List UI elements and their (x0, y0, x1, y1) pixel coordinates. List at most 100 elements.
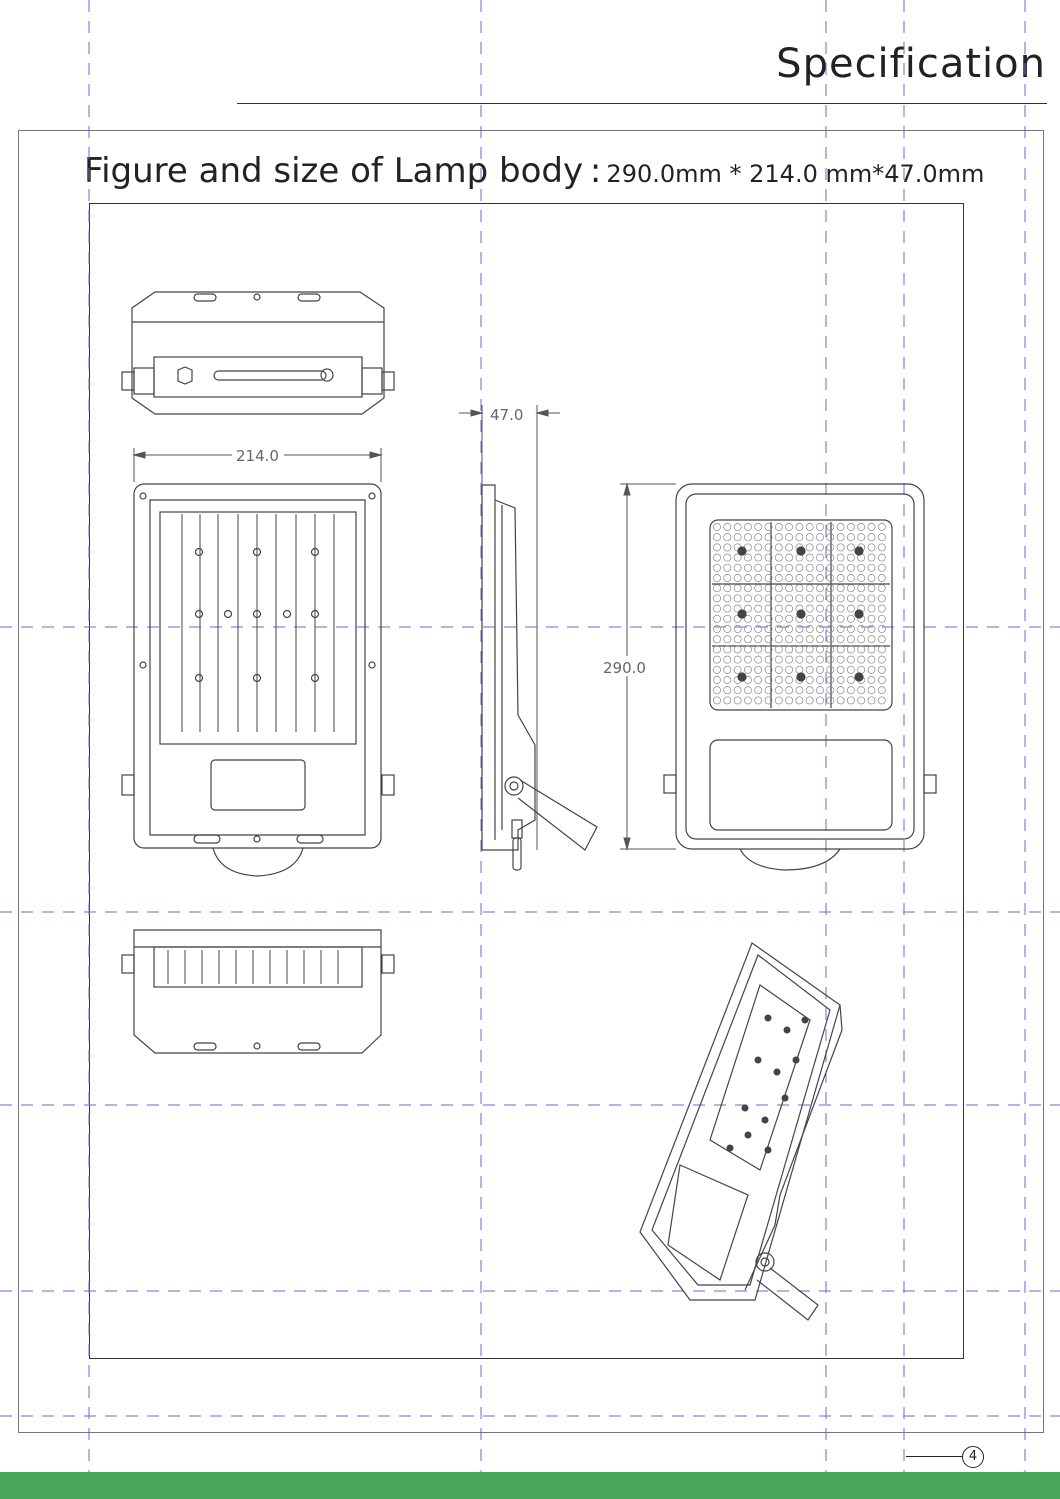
led-dot (877, 523, 886, 531)
led-dot (877, 645, 886, 654)
led-dot (836, 604, 845, 613)
led-dot (764, 614, 773, 623)
led-dot (826, 574, 835, 582)
led-dot (785, 645, 794, 654)
led-dot (723, 645, 732, 654)
led-dot (826, 543, 835, 552)
led-dot (846, 533, 855, 542)
led-dot (867, 574, 876, 582)
led-dot (867, 635, 876, 644)
led-dot (733, 655, 742, 664)
led-dot (867, 543, 876, 552)
led-dot (785, 614, 794, 623)
led-dot (743, 686, 752, 695)
led-dot (836, 625, 845, 633)
led-dot (846, 563, 855, 572)
led-dot (754, 635, 763, 644)
footer-bar (0, 1472, 1060, 1499)
led-dot (764, 533, 773, 542)
led-dot (785, 574, 794, 582)
led-dot (826, 614, 835, 623)
led-dot (743, 574, 752, 582)
led-dot (867, 665, 876, 674)
led-dot (867, 584, 876, 593)
led-dot (774, 584, 783, 593)
led-dot (713, 543, 721, 552)
led-dot (785, 584, 794, 593)
led-dot (723, 594, 732, 603)
outer-frame (18, 130, 1044, 1433)
led-dot (723, 553, 732, 562)
led-dot (805, 574, 814, 582)
led-dot (774, 635, 783, 644)
led-dot (846, 574, 855, 582)
led-dot (857, 686, 866, 695)
led-dot (754, 533, 763, 542)
led-dot (774, 676, 783, 684)
led-dot (816, 533, 824, 542)
led-dot (846, 604, 855, 613)
led-dot (743, 696, 752, 705)
led-dot (713, 584, 721, 593)
led-dot (754, 665, 763, 674)
led-dot (764, 574, 773, 582)
led-dot (754, 614, 763, 623)
led-dot (713, 655, 721, 664)
led-dot (877, 635, 886, 644)
led-dot (743, 584, 752, 593)
led-dot (857, 574, 866, 582)
led-dot (723, 686, 732, 695)
led-dot (816, 686, 824, 695)
led-dot (826, 533, 835, 542)
led-dot (836, 563, 845, 572)
led-dot (836, 645, 845, 654)
led-dot (774, 645, 783, 654)
led-dot (816, 655, 824, 664)
led-dot (713, 625, 721, 633)
led-dot (713, 676, 721, 684)
led-dot (713, 523, 721, 531)
led-dot (846, 645, 855, 654)
led-dot (754, 563, 763, 572)
led-dot (836, 665, 845, 674)
led-dot (816, 696, 824, 705)
led-dot (795, 584, 804, 593)
led-dot (857, 563, 866, 572)
led-dot (816, 676, 824, 684)
perspective-view (639, 942, 843, 1321)
led-dot (785, 635, 794, 644)
led-dot (733, 635, 742, 644)
led-dot (826, 584, 835, 593)
led-dot (743, 523, 752, 531)
led-dot (723, 676, 732, 684)
led-dot (774, 523, 783, 531)
led-dot (816, 523, 824, 531)
led-dot (713, 574, 721, 582)
led-dot (836, 543, 845, 552)
led-dot (867, 553, 876, 562)
led-dot (754, 686, 763, 695)
led-dot (785, 533, 794, 542)
led-dot (754, 574, 763, 582)
led-dot (867, 625, 876, 633)
led-dot (774, 665, 783, 674)
led-dot (774, 696, 783, 705)
led-dot (764, 645, 773, 654)
led-dot (733, 553, 742, 562)
led-dot (733, 686, 742, 695)
led-dot (836, 696, 845, 705)
led-dot (764, 655, 773, 664)
led-dot (785, 655, 794, 664)
led-dot (805, 523, 814, 531)
led-dot (826, 686, 835, 695)
led-dot (816, 635, 824, 644)
led-dot (713, 563, 721, 572)
led-dot (743, 563, 752, 572)
led-dot (754, 523, 763, 531)
led-dot (754, 696, 763, 705)
page-number: 4 (962, 1446, 984, 1468)
led-dot (846, 614, 855, 623)
led-dot (867, 563, 876, 572)
led-dot (754, 655, 763, 664)
led-dot (795, 696, 804, 705)
